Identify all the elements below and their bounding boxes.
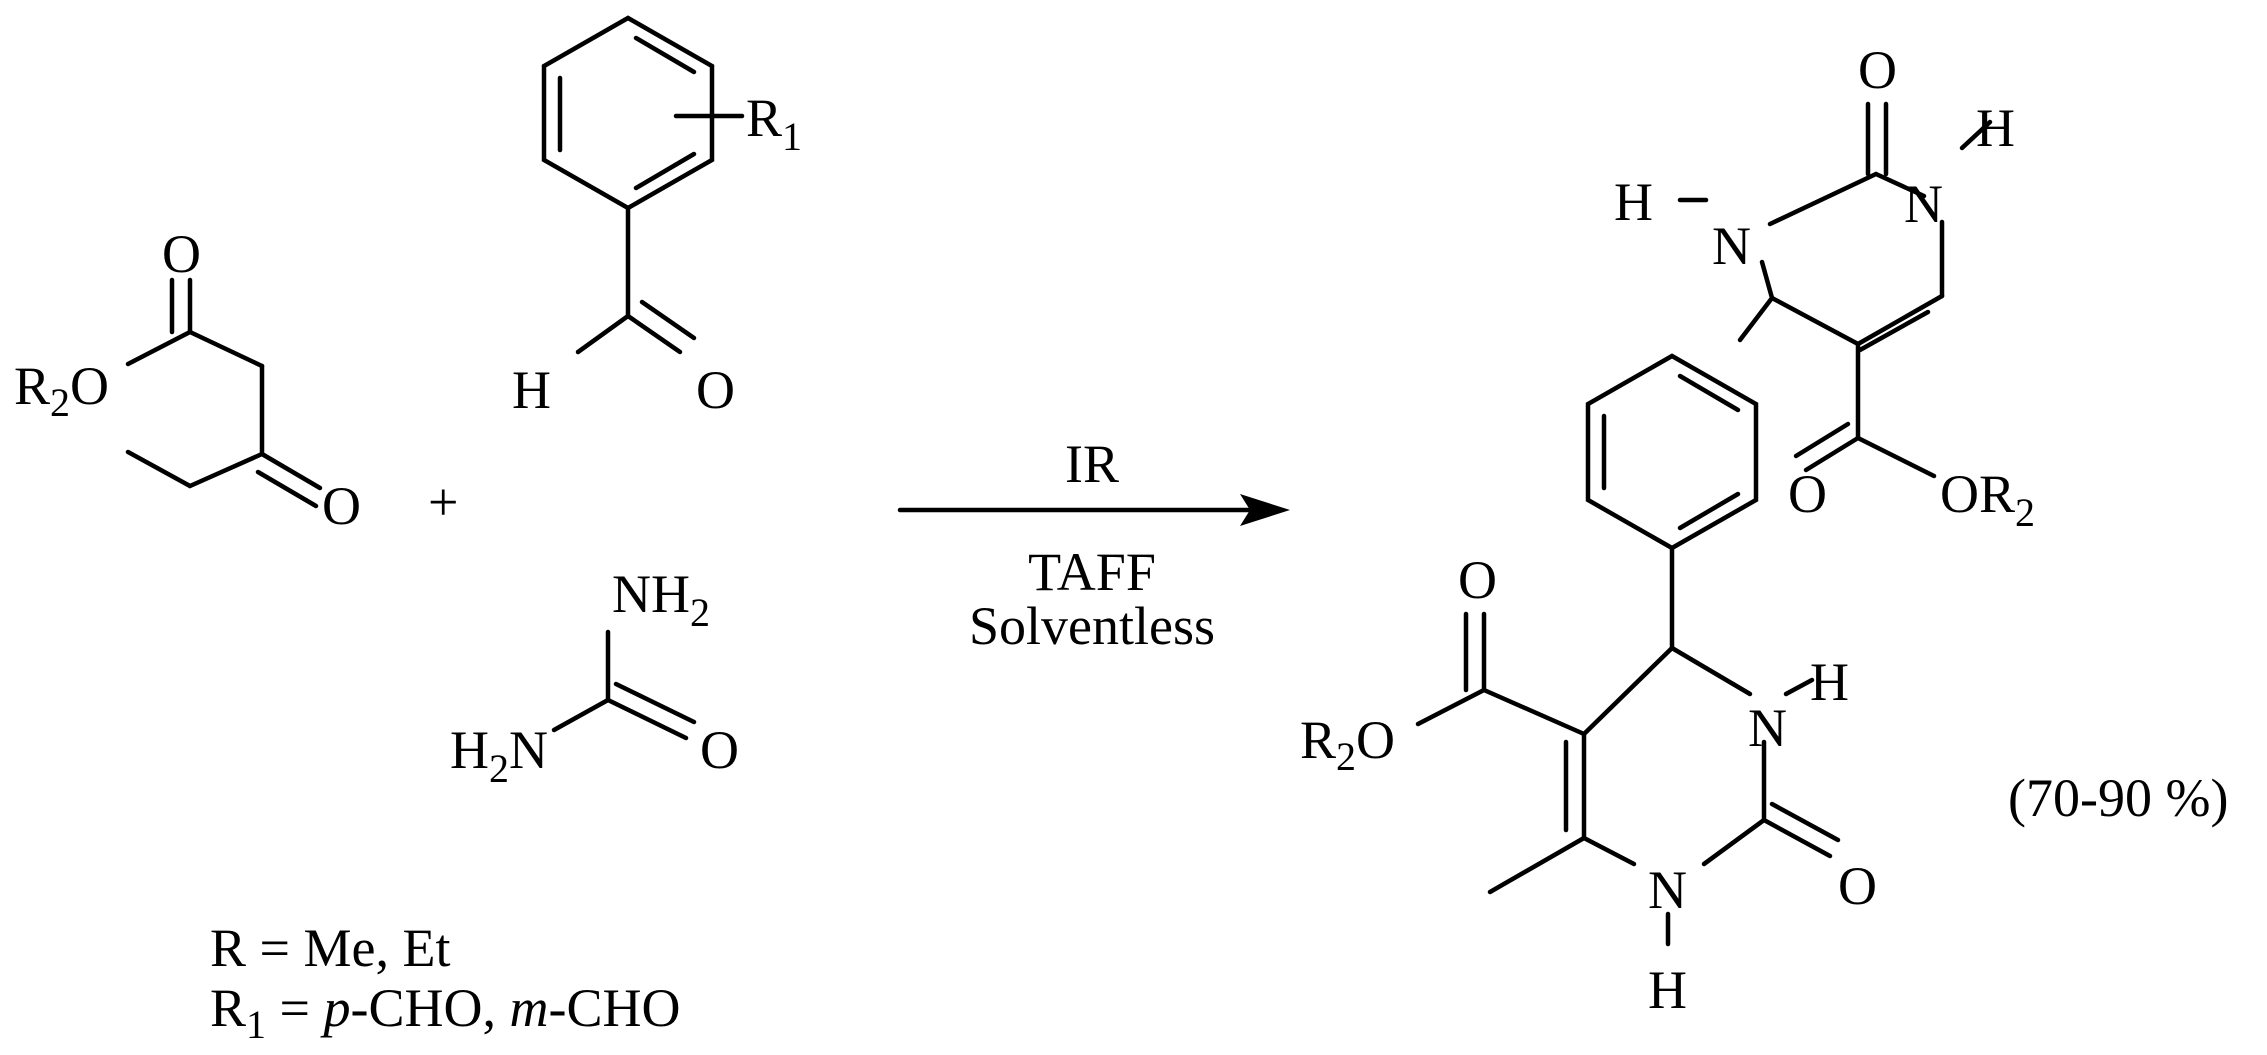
benzene-ring <box>541 15 715 211</box>
top-c-nright-bond <box>1873 171 1927 199</box>
product-ring-double-3 <box>1677 491 1741 531</box>
urea-structure <box>551 629 697 741</box>
yield-label: (70-90 %) <box>2008 768 2228 828</box>
product-benzene-ring <box>1585 353 1759 551</box>
beta-keto-ester-structure <box>125 277 323 509</box>
aldehyde-o: O <box>696 360 735 420</box>
def-r1: R <box>210 978 246 1038</box>
product-bot-n-bottom: N <box>1648 860 1687 920</box>
condition-ir: IR <box>1065 434 1119 494</box>
definition-r1: R1 = p-CHO, m-CHO <box>210 978 681 1047</box>
def-m-rest: -CHO <box>549 978 681 1038</box>
ring-double-bond-3 <box>633 151 697 191</box>
ester-r: R <box>14 356 50 416</box>
top-c-ch-bond <box>1769 295 1861 347</box>
product-top-o: O <box>1858 40 1897 100</box>
product-top-n-left: N <box>1712 216 1751 276</box>
bot-co-bond-2 <box>1769 801 1841 843</box>
urea-co-bond-1 <box>605 697 689 741</box>
def-r1-eq: = <box>266 978 323 1038</box>
product-ring-double-2 <box>1677 373 1741 413</box>
product-bot-ester-o: O <box>1458 550 1497 610</box>
top-ester-or-bond <box>1855 435 1937 479</box>
top-ch-n-bond <box>1759 259 1775 301</box>
def-p-rest: -CHO, <box>351 978 510 1038</box>
bot-ester-subscript: 2 <box>1336 734 1356 779</box>
product-top-n-right: N <box>1904 174 1943 234</box>
aldehyde-h-bond <box>575 313 631 355</box>
bot-ester-o-bond <box>1415 687 1487 727</box>
bot-ester-o2: O <box>1356 710 1395 770</box>
product-bot-h-bottom: H <box>1648 960 1687 1020</box>
def-m-italic: m <box>510 978 549 1038</box>
aldehyde-r1-label: R1 <box>746 88 802 159</box>
ester-alkoxy-label: R2O <box>14 356 109 425</box>
ketone-o: O <box>322 476 361 536</box>
urea-o: O <box>700 720 739 780</box>
top-ester-or: OR <box>1940 464 2015 524</box>
benzaldehyde-structure <box>541 15 745 355</box>
aldehyde-co-bond-2 <box>639 299 697 341</box>
top-ester-co-2 <box>1793 421 1851 459</box>
urea-nh: NH <box>612 564 690 624</box>
ketone-co-bond-1 <box>259 451 323 491</box>
reaction-arrow <box>897 494 1290 526</box>
plus-sign: + <box>428 472 458 532</box>
ester-o-bond <box>125 329 193 367</box>
product-top-h-right: H <box>1976 98 2015 158</box>
ester-r-subscript: 2 <box>50 380 70 425</box>
product-bot-ester-r2o: R2O <box>1300 710 1395 779</box>
ring-double-bond-2 <box>633 35 697 75</box>
bot-ester-r: R <box>1300 710 1336 770</box>
product-bot-o: O <box>1838 856 1877 916</box>
product-top-ester-or2: OR2 <box>1940 464 2035 535</box>
product-top-h-left: H <box>1614 172 1653 232</box>
urea-nh2-top: NH2 <box>612 564 710 635</box>
product-structure <box>1415 101 1993 947</box>
urea-h: H <box>450 720 489 780</box>
bot-ch-n-bond <box>1669 645 1753 697</box>
top-ch-aryl-bond <box>1737 295 1775 343</box>
def-p-italic: p <box>320 978 351 1038</box>
ketone-bond <box>187 451 265 489</box>
definition-r: R = Me, Et <box>210 918 450 978</box>
bot-c-n-bond <box>1701 817 1767 867</box>
urea-n: N <box>509 720 548 780</box>
ketone-co-bond-2 <box>255 469 319 509</box>
def-r1-subscript: 1 <box>246 1002 266 1047</box>
aldehyde-r-subscript: 1 <box>782 114 802 159</box>
top-c-nleft-bond <box>1767 171 1879 227</box>
bot-ester-c-bond <box>1481 687 1587 737</box>
ch2-carbonyl-bond <box>187 329 265 369</box>
urea-nh-subscript: 2 <box>690 590 710 635</box>
condition-taff: TAFF <box>1028 542 1156 602</box>
top-nh-right-bond <box>1959 119 1993 151</box>
aldehyde-h: H <box>512 360 551 420</box>
urea-h-subscript: 2 <box>489 746 509 791</box>
product-bot-n-right: N <box>1748 698 1787 758</box>
ester-methyl-bond <box>125 449 193 489</box>
top-ester-subscript: 2 <box>2015 490 2035 535</box>
bot-nh-right-bond <box>1783 677 1815 697</box>
product-bot-h-right: H <box>1810 652 1849 712</box>
condition-solventless: Solventless <box>969 596 1215 656</box>
bot-c-ch-bond <box>1581 645 1675 737</box>
ester-o: O <box>70 356 109 416</box>
arrow-head <box>1240 494 1290 526</box>
bot-co-bond-1 <box>1761 817 1833 859</box>
urea-co-bond-2 <box>613 681 697 725</box>
urea-cn2-bond <box>551 697 611 733</box>
aldehyde-r: R <box>746 88 782 148</box>
top-ester-co-1 <box>1803 435 1861 473</box>
aldehyde-co-bond-1 <box>625 313 683 355</box>
urea-h2n-left: H2N <box>450 720 548 791</box>
bot-n-c-methyl-bond <box>1581 835 1637 867</box>
ester-carbonyl-o: O <box>162 224 201 284</box>
top-ch-c-double-2 <box>1857 309 1931 353</box>
bot-methyl-bond <box>1487 835 1587 895</box>
product-top-ester-o: O <box>1788 464 1827 524</box>
top-ch-c-double-1 <box>1855 293 1945 347</box>
